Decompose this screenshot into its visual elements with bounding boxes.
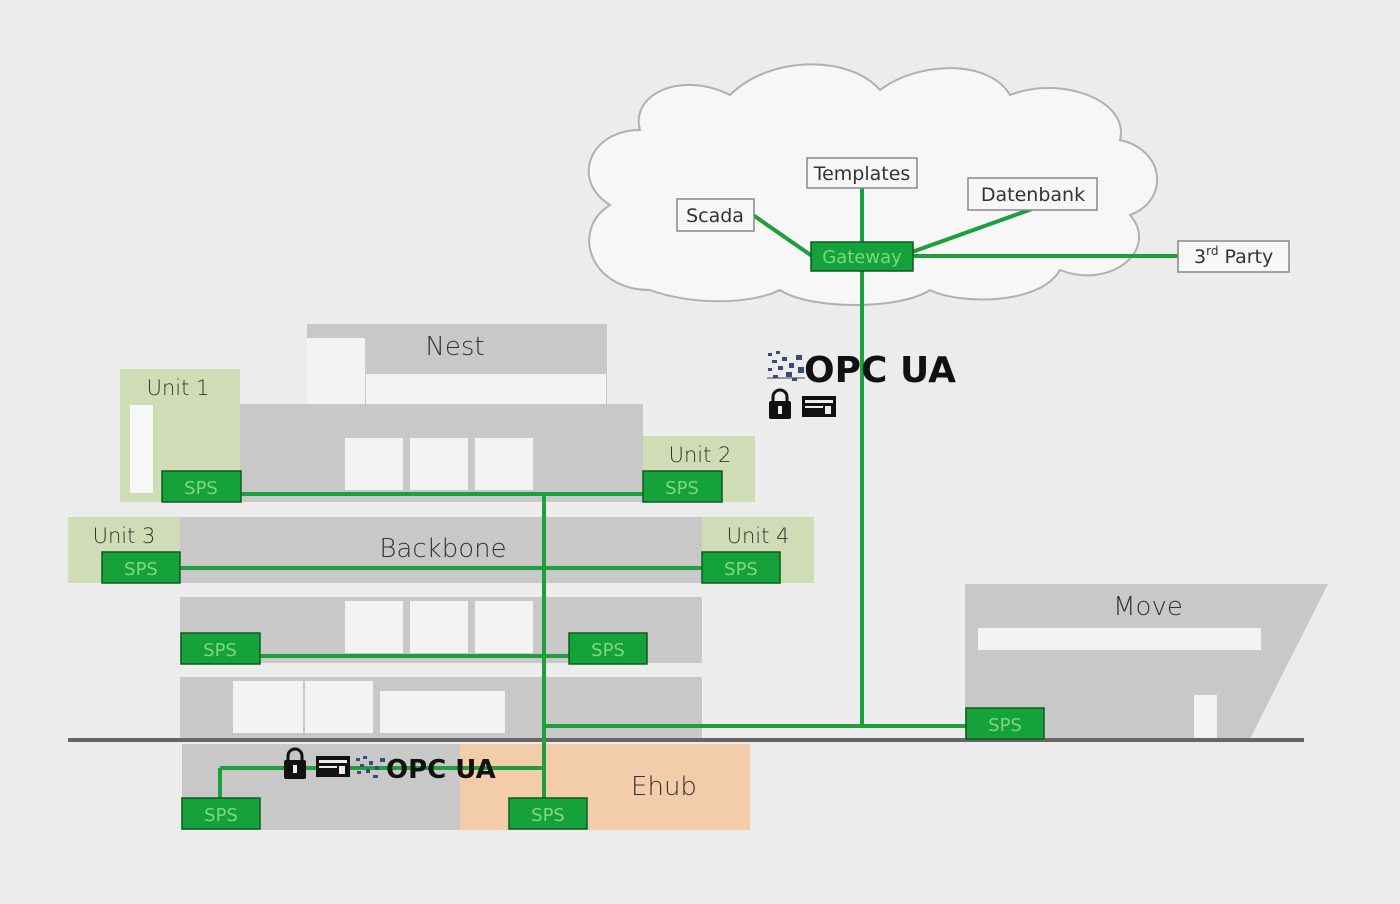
sps-ehub[interactable]: SPS: [508, 797, 588, 830]
third-party-suffix: Party: [1218, 246, 1273, 268]
window: [305, 681, 373, 733]
move-label: Move: [1113, 592, 1183, 622]
ehub-label: Ehub: [631, 772, 697, 802]
ehub-block: [460, 744, 750, 830]
scada-label: Scada: [686, 205, 744, 227]
window: [410, 438, 468, 490]
sps-label: SPS: [203, 640, 237, 661]
backbone-block: [180, 517, 702, 583]
sps-basement[interactable]: SPS: [181, 797, 261, 830]
nest-window: [366, 374, 606, 404]
unit2-label: Unit 2: [669, 443, 732, 467]
unit1-label: Unit 1: [147, 376, 210, 400]
third-party-box[interactable]: 3rd Party: [1177, 240, 1290, 273]
window: [380, 691, 505, 733]
unit3-label: Unit 3: [93, 524, 156, 548]
sps-label: SPS: [184, 478, 218, 499]
move-block: [965, 584, 1328, 739]
lock-icon: [284, 747, 306, 779]
sps-unit2[interactable]: SPS: [642, 470, 723, 503]
gateway-box[interactable]: Gateway: [810, 241, 914, 272]
sps-label: SPS: [665, 478, 699, 499]
move-window: [978, 628, 1261, 650]
window: [475, 438, 533, 490]
sps-unit3[interactable]: SPS: [101, 551, 181, 584]
unit1-window: [130, 405, 153, 493]
sps-label: SPS: [591, 640, 625, 661]
window: [345, 438, 403, 490]
sps-unit1[interactable]: SPS: [161, 470, 242, 503]
opc-ua-text: OPC UA: [804, 350, 956, 391]
templates-box[interactable]: Templates: [806, 157, 918, 189]
sps-label: SPS: [204, 805, 238, 826]
certificate-icon: [802, 396, 836, 417]
window: [410, 601, 468, 653]
scada-box[interactable]: Scada: [676, 198, 755, 232]
datenbank-label: Datenbank: [981, 184, 1085, 206]
gateway-label: Gateway: [822, 247, 902, 268]
sps-move[interactable]: SPS: [965, 707, 1045, 740]
sps-unit4[interactable]: SPS: [701, 551, 781, 584]
third-party-label: 3rd Party: [1194, 244, 1273, 268]
nest-window: [307, 338, 365, 404]
sps-label: SPS: [724, 559, 758, 580]
sps-label: SPS: [988, 715, 1022, 736]
window: [233, 681, 303, 733]
third-party-sup: rd: [1206, 244, 1218, 258]
nest-label: Nest: [425, 332, 484, 362]
move-door: [1194, 695, 1217, 739]
opc-ua-text: OPC UA: [386, 755, 496, 785]
sps-floor-right[interactable]: SPS: [568, 632, 648, 665]
templates-label: Templates: [813, 163, 911, 185]
lock-icon: [769, 388, 791, 419]
network-lines: [180, 188, 1178, 810]
sps-label: SPS: [531, 805, 565, 826]
window: [345, 601, 403, 653]
window: [475, 601, 533, 653]
opc-ua-logo: OPC UA: [356, 755, 496, 785]
datenbank-box[interactable]: Datenbank: [967, 177, 1098, 211]
sps-floor-left[interactable]: SPS: [180, 632, 261, 665]
backbone-label: Backbone: [379, 534, 506, 564]
sps-label: SPS: [124, 559, 158, 580]
unit4-label: Unit 4: [727, 524, 790, 548]
opc-ua-logo: OPC UA: [767, 350, 956, 391]
certificate-icon: [316, 756, 350, 777]
third-party-prefix: 3: [1194, 246, 1206, 268]
